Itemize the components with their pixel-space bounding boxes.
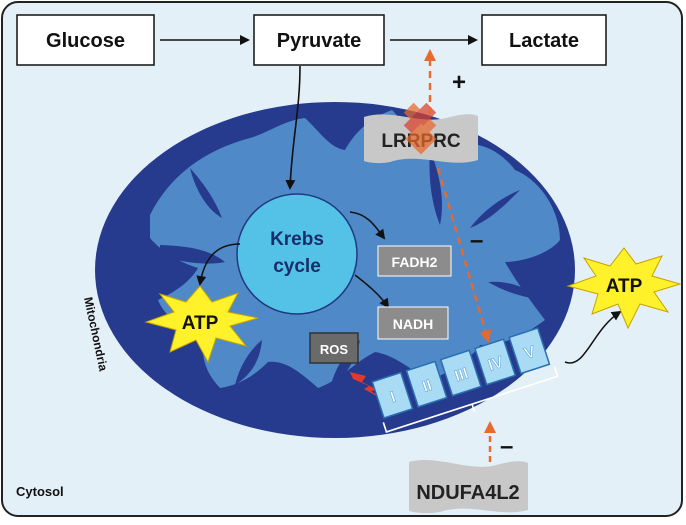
ndufa4l2-complexes-sign: – — [500, 433, 513, 460]
atp-outer: ATP — [566, 247, 682, 330]
ndufa4l2-banner — [409, 460, 528, 514]
ros-box: ROS — [309, 332, 359, 364]
glucose-label: Glucose — [46, 30, 125, 52]
complex-I-label: I — [388, 389, 397, 407]
atp-outer-label: ATP — [606, 276, 643, 297]
complex-to-atp-arrow — [564, 310, 622, 364]
krebs-to-atp-arrow — [196, 243, 241, 286]
fadh2-box: FADH2 — [377, 245, 452, 277]
ndufa4l2-protein: NDUFA4L2 — [409, 460, 528, 514]
complex-III-label: III — [453, 365, 471, 385]
krebs-to-nadh-arrow — [354, 274, 390, 309]
cytosol-label: Cytosol — [16, 484, 64, 499]
lrrprc-complex-iv-sign: – — [470, 227, 483, 254]
krebs-label-line2: cycle — [273, 256, 321, 277]
pyruvate-box: Pyruvate — [253, 14, 385, 66]
etc-bracket-tick — [471, 403, 476, 412]
atp-outer-starburst — [566, 247, 682, 330]
krebs-label-line1: Krebs — [270, 229, 324, 250]
crista — [190, 168, 222, 218]
complex-I: I — [371, 371, 414, 419]
complex-II: II — [405, 360, 448, 408]
lactate-label: Lactate — [509, 30, 579, 52]
ros-label: ROS — [320, 342, 349, 357]
crista — [470, 190, 520, 228]
crista — [235, 340, 262, 385]
pyruvate-to-krebs-arrow — [285, 65, 301, 190]
lrrprc-to-complex-iv-arrow — [436, 167, 492, 343]
fadh2-label: FADH2 — [392, 254, 438, 270]
complex-III: III — [439, 349, 482, 397]
complex-IV: IV — [474, 338, 517, 386]
atp-inner-starburst — [144, 285, 259, 364]
krebs-to-fadh2-arrow — [349, 211, 386, 240]
lrrprc-cross-icon — [403, 102, 437, 155]
lrrprc-lactate-sign: + — [452, 69, 466, 96]
atp-inner-label: ATP — [182, 313, 219, 334]
ndufa4l2-label: NDUFA4L2 — [416, 482, 519, 504]
atp-inner: ATP — [144, 285, 259, 364]
nadh-label: NADH — [393, 316, 433, 332]
crista — [429, 150, 442, 225]
glucose-box: Glucose — [16, 14, 155, 66]
crista — [488, 281, 545, 300]
nadh-box: NADH — [377, 306, 449, 340]
pyruvate-label: Pyruvate — [277, 30, 362, 52]
etc-complexes: I II III IV V — [371, 327, 559, 433]
lactate-box: Lactate — [481, 14, 607, 66]
complex-IV-label: IV — [486, 354, 506, 375]
lrrprc-protein: LRRPRC — [364, 102, 478, 164]
krebs-cycle — [236, 193, 358, 315]
complex-V: V — [508, 327, 551, 375]
ros-lightning-icon — [350, 372, 382, 399]
